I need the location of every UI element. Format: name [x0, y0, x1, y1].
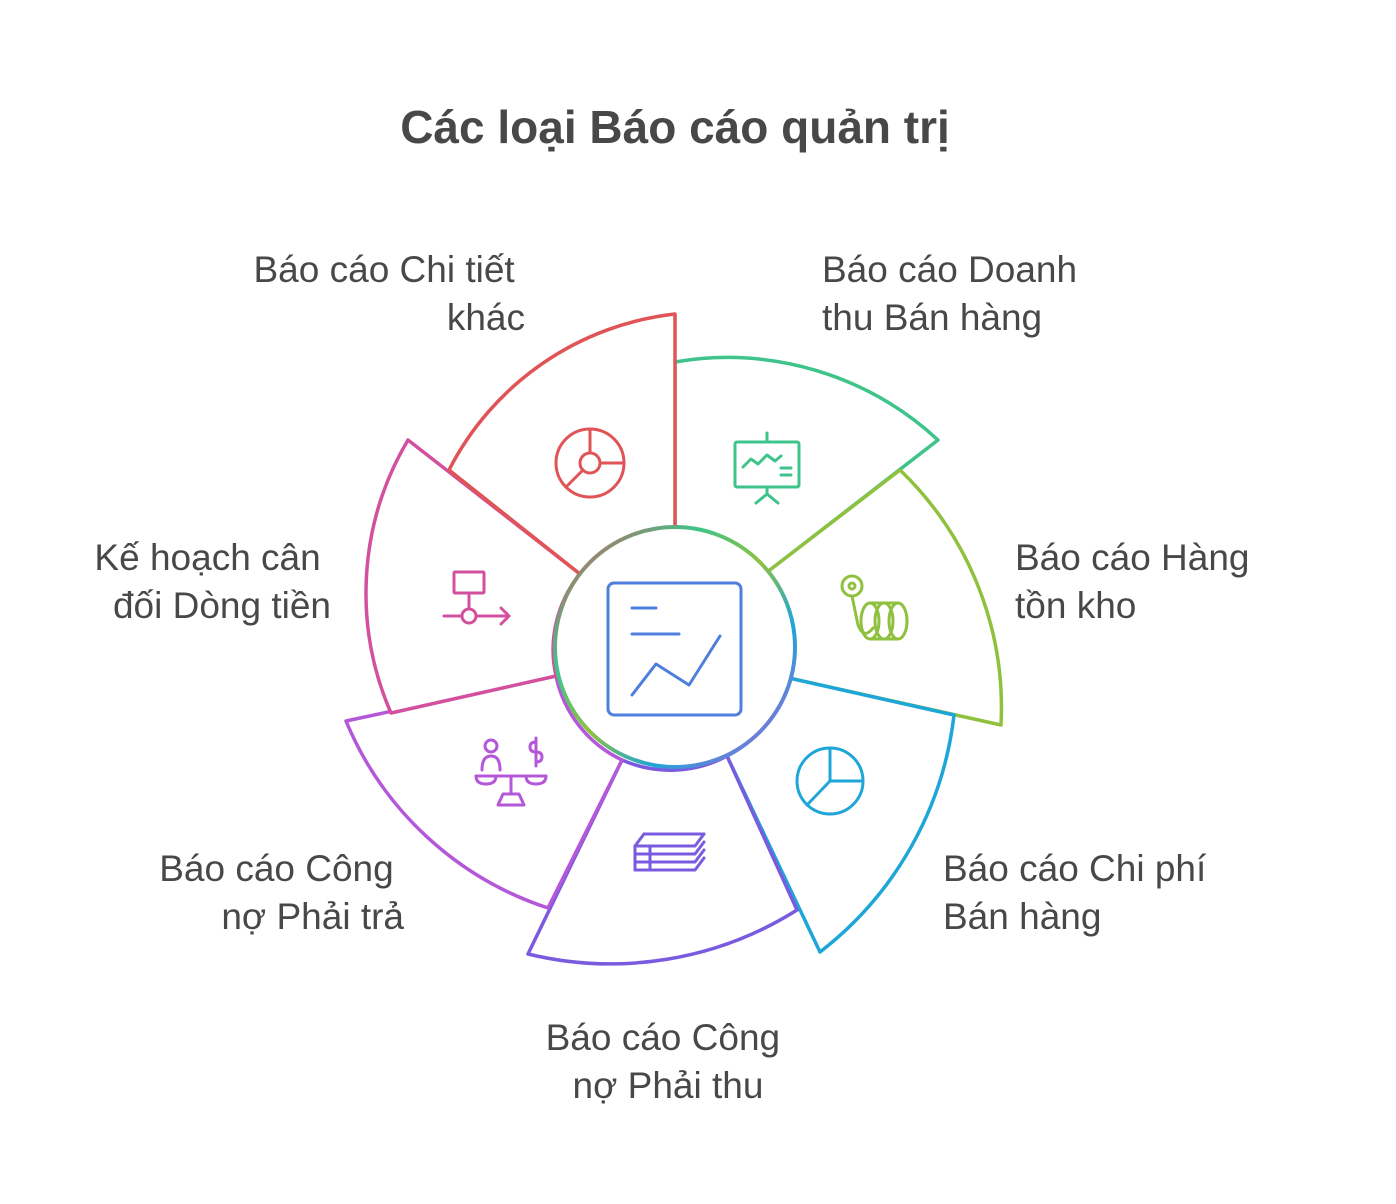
segment-chi-phi[interactable]: Báo cáo Chi phí Bán hàng — [725, 676, 1217, 954]
segment-dong-tien-label-line-1: Kế hoạch cân — [94, 537, 320, 578]
segment-hang-ton-kho-label: Báo cáo Hàng tồn kho — [1015, 537, 1260, 626]
segment-phai-thu[interactable]: Báo cáo Công nợ Phải thu — [526, 754, 799, 1106]
segment-phai-tra-label: Báo cáo Công nợ Phải trả — [159, 848, 404, 937]
segment-chi-tiet-khac-label-line-2: khác — [447, 297, 525, 338]
segment-dong-tien[interactable]: Kế hoạch cân đối Dòng tiền — [94, 438, 582, 715]
line-chart-icon — [606, 581, 743, 717]
segment-hang-ton-kho-label-line-1: Báo cáo Hàng — [1015, 537, 1250, 578]
pie-chart-icon — [795, 746, 865, 816]
segment-dong-tien-label: Kế hoạch cân đối Dòng tiền — [94, 537, 331, 626]
segment-hang-ton-kho[interactable]: Báo cáo Hàng tồn kho — [764, 468, 1260, 727]
segment-doanh-thu-label-line-1: Báo cáo Doanh — [822, 249, 1077, 290]
segment-phai-tra-label-line-1: Báo cáo Công — [159, 848, 394, 889]
segment-doanh-thu[interactable]: Báo cáo Doanh thu Bán hàng — [673, 249, 1087, 575]
segment-doanh-thu-label: Báo cáo Doanh thu Bán hàng — [822, 249, 1087, 338]
donut-chart-icon — [554, 427, 626, 499]
money-stack-icon — [633, 832, 706, 872]
center-hub[interactable] — [553, 525, 797, 769]
tape-roll-icon — [840, 574, 909, 641]
segment-phai-thu-shape — [526, 754, 799, 966]
flowchart-icon — [442, 570, 511, 626]
segment-phai-tra-shape — [344, 674, 624, 910]
scale-person-money-icon — [474, 736, 548, 807]
segment-chi-phi-label-line-1: Báo cáo Chi phí — [943, 848, 1207, 889]
segment-dong-tien-label-line-2: đối Dòng tiền — [113, 585, 331, 626]
segment-phai-thu-label-line-2: nợ Phải thu — [573, 1065, 764, 1106]
segment-phai-tra-label-line-2: nợ Phải trả — [221, 896, 404, 937]
segment-chi-tiet-khac[interactable]: Báo cáo Chi tiết khác — [254, 249, 677, 576]
center-hub-ring — [553, 525, 797, 769]
presentation-chart-icon — [733, 431, 801, 505]
segment-chi-phi-label: Báo cáo Chi phí Bán hàng — [943, 848, 1217, 937]
segment-hang-ton-kho-label-line-2: tồn kho — [1015, 585, 1136, 626]
segment-chi-tiet-khac-label: Báo cáo Chi tiết khác — [254, 249, 526, 338]
segment-chi-tiet-khac-label-line-1: Báo cáo Chi tiết — [254, 249, 516, 290]
segment-phai-thu-label-line-1: Báo cáo Công — [546, 1017, 781, 1058]
segment-phai-tra[interactable]: Báo cáo Công nợ Phải trả — [159, 674, 624, 937]
page-title: Các loại Báo cáo quản trị — [400, 101, 950, 153]
segment-doanh-thu-label-line-2: thu Bán hàng — [822, 297, 1042, 338]
segment-chi-phi-label-line-2: Bán hàng — [943, 896, 1101, 937]
segment-phai-thu-label: Báo cáo Công nợ Phải thu — [546, 1017, 791, 1106]
